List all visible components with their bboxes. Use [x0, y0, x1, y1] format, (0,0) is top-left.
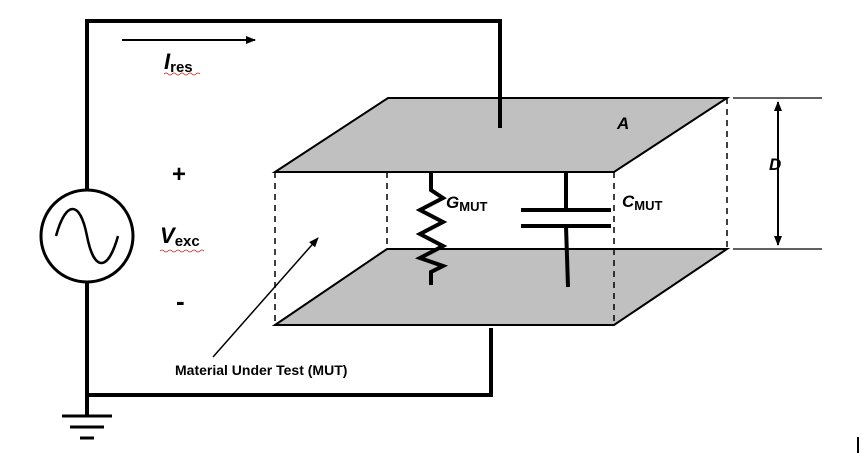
conductance-resistor-icon [414, 173, 449, 285]
area-label: A [616, 114, 629, 133]
ground-icon [62, 414, 112, 440]
top-wire [85, 19, 502, 190]
voltage-plus: + [172, 161, 186, 188]
ac-source-icon [39, 188, 135, 284]
mut-block-edges [274, 98, 728, 325]
voltage-label: Vexc [160, 223, 200, 250]
mut-pointer-arrow [212, 237, 319, 358]
spellcheck-underline [159, 249, 205, 253]
circuit-wires [85, 19, 502, 415]
current-label: Ires [164, 49, 193, 76]
mut-label: Material Under Test (MUT) [175, 362, 347, 378]
thickness-label: D [769, 155, 781, 174]
bottom-plate [271, 248, 731, 326]
capacitance-label: CMUT [622, 192, 662, 213]
spellcheck-underline [163, 72, 201, 76]
bottom-wire [85, 282, 493, 397]
thickness-dimension [733, 97, 822, 250]
top-plate [271, 97, 731, 173]
voltage-minus: - [176, 286, 185, 316]
conductance-label: GMUT [446, 193, 487, 214]
capacitance-capacitor-icon [521, 173, 611, 288]
edge-mark [857, 437, 859, 453]
